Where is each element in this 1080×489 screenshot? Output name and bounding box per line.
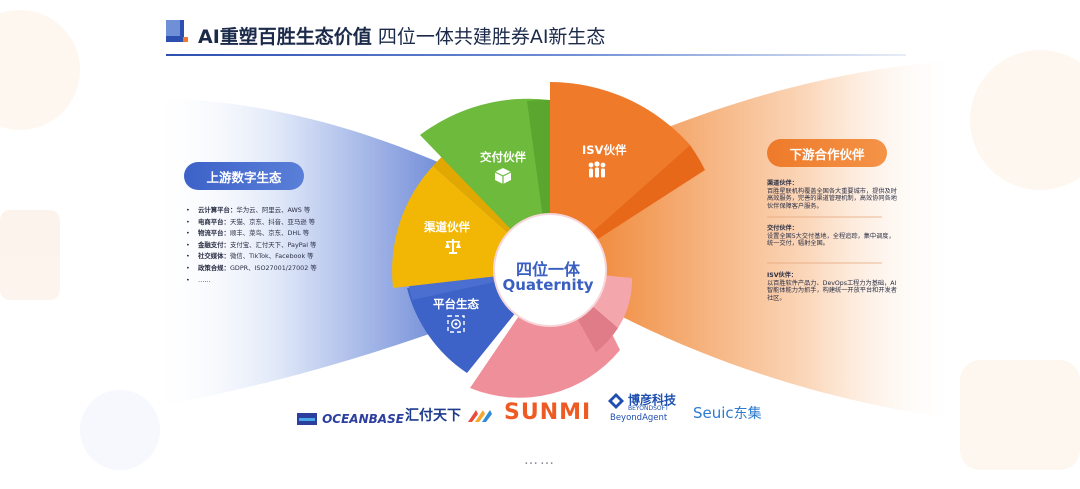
- upstream-list: •云计算平台：华为云、阿里云、AWS 等 •电商平台：天猫、京东、抖音、亚马逊 …: [186, 205, 317, 286]
- center-circle: [493, 213, 607, 327]
- downstream-block-delivery: 交付伙伴： 设置全国5大交付基地，全程追踪，集中调度，统一交付，辐射全国。: [767, 225, 897, 248]
- segment-label-platform: 平台生态: [433, 297, 479, 311]
- list-item: •政策合规：GDPR、ISO27001/27002 等: [186, 263, 317, 272]
- title-bold: AI重塑百胜生态价值: [198, 26, 372, 48]
- sunmi-logo: SUNMI: [504, 400, 592, 425]
- list-item: •……: [186, 275, 211, 284]
- people-icon: [588, 161, 606, 178]
- quaternity-wheel: [392, 82, 705, 398]
- title-underline: [166, 54, 906, 56]
- segment-label-isv: ISV伙伴: [582, 143, 627, 157]
- oceanbase-mark-icon: [297, 412, 317, 425]
- block-title: 交付伙伴：: [767, 225, 798, 232]
- downstream-block-isv: ISV伙伴： 以百胜软件产品力、DevOps工程力为基础，AI智能体能力为抓手，…: [767, 272, 897, 302]
- huifu-logo: 汇付天下: [405, 405, 494, 425]
- block-text: 以百胜软件产品力、DevOps工程力为基础，AI智能体能力为抓手，构建统一开放平…: [767, 279, 897, 302]
- list-item: •物流平台：顺丰、菜鸟、京东、DHL 等: [186, 229, 310, 238]
- center-title: 四位一体: [515, 260, 580, 279]
- block-text: 百胜星联机构覆盖全国各大重要城市，提供及时高效服务，完善的渠道管理机制，高效协同…: [767, 187, 897, 210]
- slide-header: AI重塑百胜生态价值 四位一体共建胜券AI新生态: [166, 18, 906, 60]
- downstream-block-channel: 渠道伙伴： 百胜星联机构覆盖全国各大重要城市，提供及时高效服务，完善的渠道管理机…: [767, 180, 897, 210]
- block-title: 渠道伙伴：: [767, 180, 798, 187]
- center-subtitle: Quaternity: [502, 276, 594, 294]
- title-rest: 四位一体共建胜券AI新生态: [377, 26, 606, 48]
- more-indicator: ……: [524, 452, 556, 468]
- title-square-icon: [166, 20, 188, 42]
- list-item: •云计算平台：华为云、阿里云、AWS 等: [186, 206, 311, 214]
- page-title: AI重塑百胜生态价值 四位一体共建胜券AI新生态: [198, 22, 605, 49]
- platform-icon: [447, 315, 465, 333]
- block-title: ISV伙伴：: [767, 272, 798, 279]
- package-icon: [494, 168, 512, 184]
- segment-label-channel: 渠道伙伴: [424, 220, 470, 234]
- seuic-logo: Seuic东集: [693, 404, 762, 422]
- huifu-mark-icon: [468, 409, 493, 422]
- list-item: •电商平台：天猫、京东、抖音、亚马逊 等: [186, 217, 316, 226]
- segment-label-delivery: 交付伙伴: [480, 150, 526, 164]
- segment-isv: [550, 82, 690, 270]
- background-decoration: [0, 10, 1080, 470]
- upstream-pill: 上游数字生态: [184, 162, 304, 190]
- downstream-pill: 下游合作伙伴: [767, 139, 887, 167]
- list-item: •金融支付：支付宝、汇付天下、PayPal 等: [186, 240, 317, 249]
- beyondsoft-mark-icon: [608, 393, 624, 409]
- list-item: •社交媒体：微信、TikTok、Facebook 等: [186, 252, 314, 261]
- scale-icon: [445, 239, 461, 254]
- oceanbase-logo: OCEANBASE: [297, 408, 404, 427]
- block-text: 设置全国5大交付基地，全程追踪，集中调度，统一交付，辐射全国。: [767, 232, 895, 248]
